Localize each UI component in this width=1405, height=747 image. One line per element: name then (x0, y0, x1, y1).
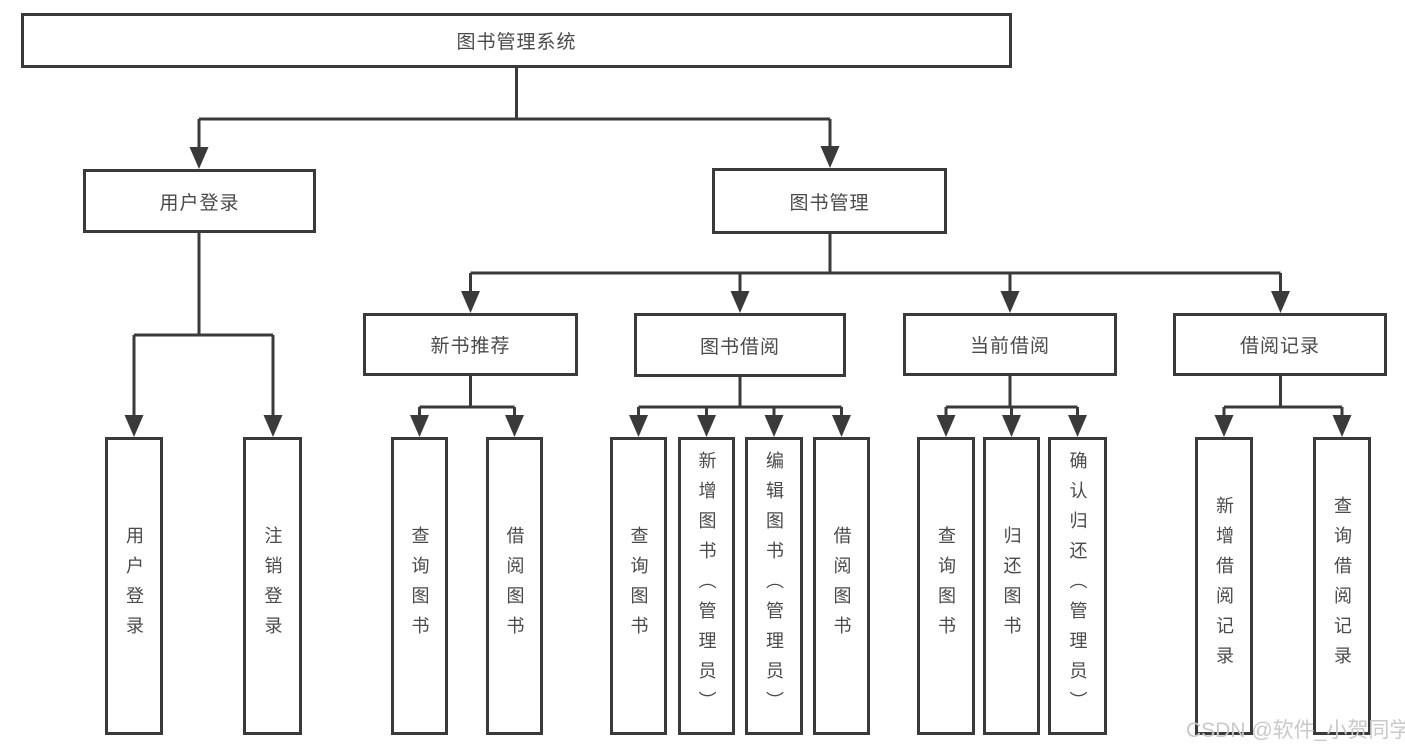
node-book-borrowing: 图书借阅 (634, 313, 846, 377)
node-book-borrowing-label: 图书借阅 (699, 336, 780, 358)
leaf-records-query-record-label: 查询借阅记录 (1332, 496, 1352, 676)
csdn-watermark: CSDN @软件_小贺同学 (1186, 719, 1405, 742)
leaf-current-return-books-label: 归还图书 (1001, 526, 1022, 646)
leaf-current-return-books: 归还图书 (983, 437, 1040, 735)
leaf-borrow-borrow-books-label: 借阅图书 (831, 526, 852, 646)
leaf-newrec-query-books: 查询图书 (391, 437, 448, 735)
leaf-records-add-record: 新增借阅记录 (1195, 437, 1253, 735)
node-root-label: 图书管理系统 (456, 32, 577, 53)
leaf-borrow-edit-books-admin: 编辑图书（管理员） (745, 437, 803, 735)
leaf-newrec-borrow-books: 借阅图书 (486, 437, 543, 735)
leaf-user-login: 用户登录 (105, 437, 163, 735)
leaf-current-confirm-return-admin-label: 确认归还（管理员） (1067, 451, 1088, 721)
leaf-borrow-borrow-books: 借阅图书 (813, 437, 870, 735)
leaf-borrow-add-books-admin-label: 新增图书（管理员） (696, 451, 717, 721)
node-new-book-recommend: 新书推荐 (363, 313, 578, 376)
leaf-records-add-record-label: 新增借阅记录 (1214, 496, 1234, 676)
node-new-book-recommend-label: 新书推荐 (430, 336, 511, 357)
leaf-current-confirm-return-admin: 确认归还（管理员） (1048, 437, 1107, 735)
node-user-login: 用户登录 (83, 169, 316, 233)
leaf-current-query-books-label: 查询图书 (936, 526, 956, 646)
node-current-borrowing: 当前借阅 (903, 313, 1117, 376)
leaf-logout: 注销登录 (243, 437, 302, 735)
node-borrowing-records: 借阅记录 (1173, 313, 1387, 376)
leaf-borrow-query-books-label: 查询图书 (628, 526, 649, 646)
leaf-borrow-add-books-admin: 新增图书（管理员） (678, 437, 735, 735)
node-user-login-label: 用户登录 (159, 192, 240, 214)
node-current-borrowing-label: 当前借阅 (969, 336, 1050, 357)
leaf-user-login-label: 用户登录 (124, 526, 144, 646)
leaf-borrow-edit-books-admin-label: 编辑图书（管理员） (764, 451, 784, 721)
leaf-borrow-query-books: 查询图书 (610, 437, 667, 735)
leaf-records-query-record: 查询借阅记录 (1313, 437, 1371, 735)
node-book-management-label: 图书管理 (789, 192, 870, 214)
leaf-newrec-query-books-label: 查询图书 (409, 526, 430, 646)
node-book-management: 图书管理 (712, 168, 947, 234)
node-root: 图书管理系统 (21, 13, 1012, 68)
leaf-newrec-borrow-books-label: 借阅图书 (504, 526, 525, 646)
node-borrowing-records-label: 借阅记录 (1239, 336, 1320, 357)
leaf-logout-label: 注销登录 (262, 526, 283, 646)
leaf-current-query-books: 查询图书 (917, 437, 975, 735)
